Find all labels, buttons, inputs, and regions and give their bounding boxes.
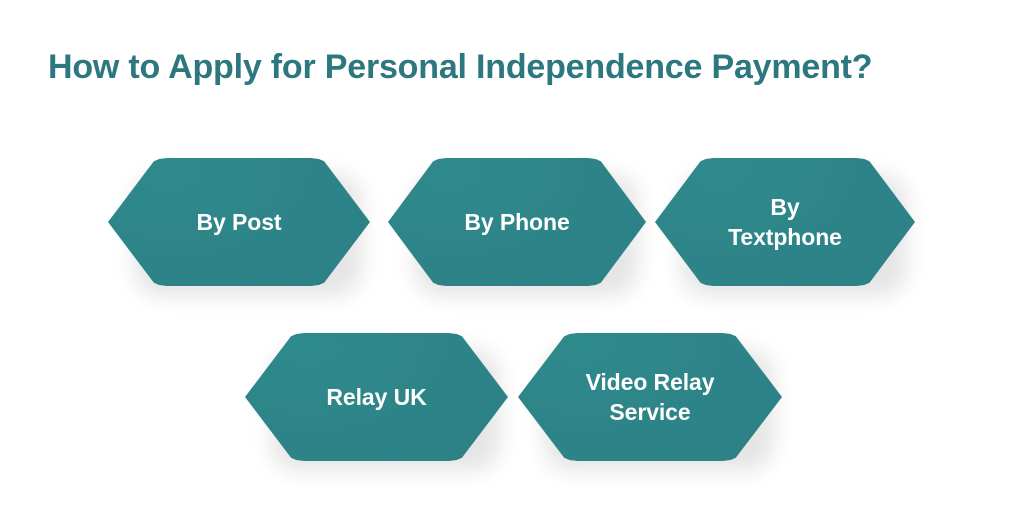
- option-card-by-textphone[interactable]: By Textphone: [655, 158, 915, 286]
- hexagon-shape-by-phone[interactable]: By Phone: [388, 158, 646, 286]
- option-label-video-relay-service: Video Relay Service: [585, 369, 715, 425]
- option-label-by-phone: By Phone: [464, 209, 570, 235]
- hexagon-shape-by-textphone[interactable]: By Textphone: [655, 158, 915, 286]
- option-card-by-post[interactable]: By Post: [108, 158, 370, 286]
- option-card-by-phone[interactable]: By Phone: [388, 158, 646, 286]
- option-label-relay-uk: Relay UK: [326, 384, 427, 410]
- option-card-video-relay-service[interactable]: Video Relay Service: [518, 333, 782, 461]
- hexagon-shape-video-relay-service[interactable]: Video Relay Service: [518, 333, 782, 461]
- options-row-secondary: Relay UK Video Relay Service: [245, 333, 782, 461]
- page-title: How to Apply for Personal Independence P…: [48, 48, 873, 86]
- option-card-relay-uk[interactable]: Relay UK: [245, 333, 508, 461]
- option-label-by-post: By Post: [196, 209, 282, 235]
- hexagon-shape-by-post[interactable]: By Post: [108, 158, 370, 286]
- option-label-by-textphone: By Textphone: [728, 194, 842, 250]
- options-row-primary: By Post By Phone By Textphone: [108, 158, 915, 286]
- hexagon-shape-relay-uk[interactable]: Relay UK: [245, 333, 508, 461]
